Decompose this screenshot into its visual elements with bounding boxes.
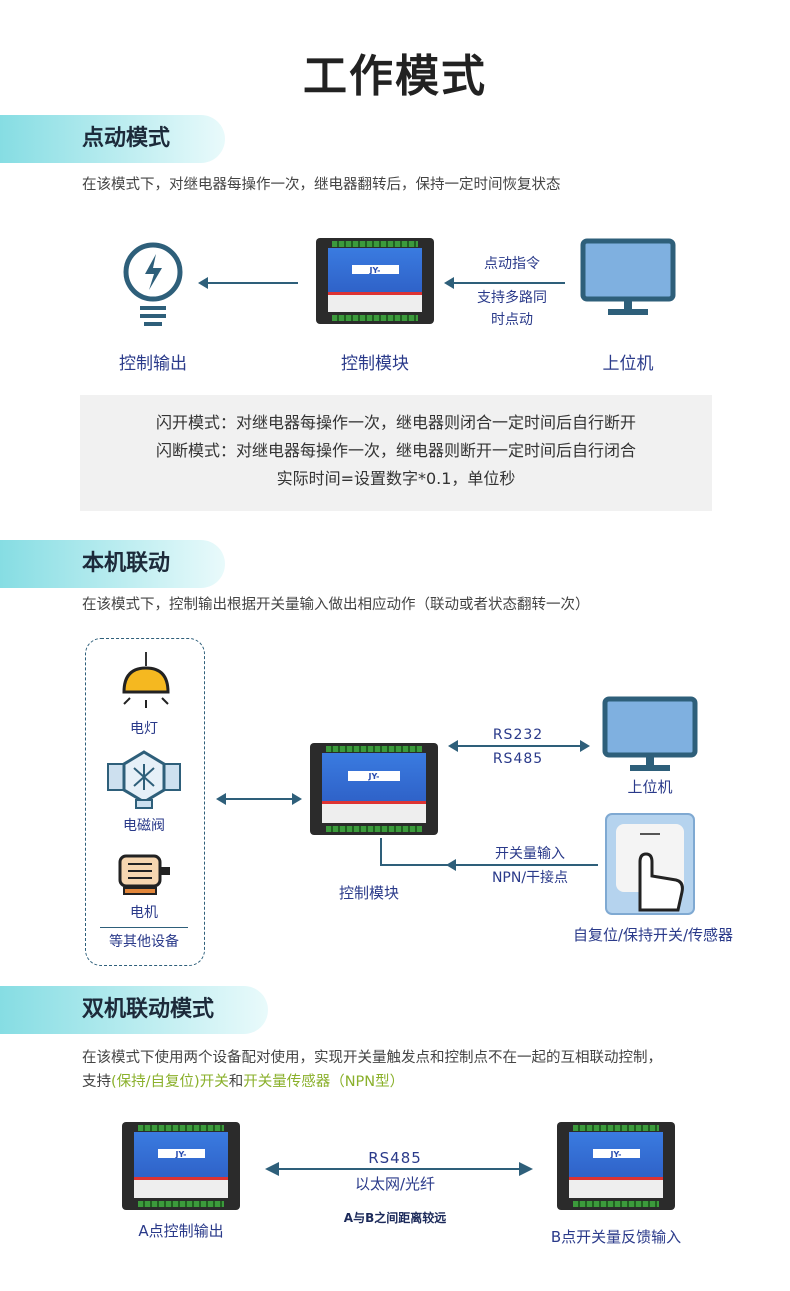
input-arrow	[380, 864, 598, 866]
arrowhead	[198, 277, 208, 289]
section-heading-local: 本机联动	[0, 540, 225, 588]
device-others: 等其他设备	[109, 934, 179, 950]
comm-rs485: RS485	[492, 751, 544, 767]
text: 和	[228, 1074, 244, 1090]
bidirectional-arrow	[222, 798, 294, 800]
input-type: NPN/干接点	[491, 870, 569, 886]
notes-box: 闪开模式：对继电器每操作一次，继电器则闭合一定时间后自行断开 闪断模式：对继电器…	[80, 395, 712, 511]
label-b: B点开关量反馈输入	[550, 1228, 682, 1246]
note-time: 实际时间=设置数字*0.1，单位秒	[276, 469, 516, 488]
label-a: A点控制输出	[138, 1222, 224, 1240]
arrow-left	[452, 282, 565, 284]
device-valve: 电磁阀	[123, 818, 165, 834]
arrowhead	[446, 859, 456, 871]
control-module: JY-DAM0808D	[316, 238, 434, 324]
arrow-left	[205, 282, 298, 284]
arrowhead	[580, 740, 590, 752]
connector	[380, 838, 382, 865]
section-desc: 在该模式下使用两个设备配对使用，实现开关量触发点和控制点不在一起的互相联动控制，…	[82, 1046, 662, 1094]
arrowhead	[519, 1162, 533, 1176]
section-heading-jog: 点动模式	[0, 115, 225, 163]
push-button-icon	[605, 813, 695, 915]
comm-rs485: RS485	[368, 1149, 422, 1167]
device-lamp: 电灯	[130, 721, 158, 737]
device-a: JY-DAM0808D	[122, 1122, 240, 1210]
distance-note: A与B之间距离较远	[343, 1211, 447, 1225]
multi-jog-label-2: 时点动	[491, 312, 533, 328]
bulb-icon	[123, 242, 183, 326]
device-b: JY-DAM0808D	[557, 1122, 675, 1210]
label-pc: 上位机	[602, 354, 654, 374]
devices-group	[85, 638, 205, 966]
device-motor: 电机	[130, 905, 158, 921]
bidirectional-arrow	[455, 745, 583, 747]
divider	[100, 927, 188, 928]
arrowhead	[265, 1162, 279, 1176]
note-flash-open: 闪开模式：对继电器每操作一次，继电器则闭合一定时间后自行断开	[155, 413, 636, 432]
comm-ethernet: 以太网/光纤	[354, 1175, 436, 1193]
highlight-sensor: 开关量传感器（NPN型）	[243, 1074, 405, 1090]
arrowhead	[216, 793, 226, 805]
input-label: 开关量输入	[495, 846, 565, 862]
monitor-icon	[602, 696, 698, 771]
highlight-switch: (保持/自复位)开关	[111, 1074, 229, 1090]
arrowhead	[444, 277, 454, 289]
desc-line-2: 支持(保持/自复位)开关和开关量传感器（NPN型）	[82, 1070, 662, 1094]
label-output: 控制输出	[119, 354, 187, 374]
comm-rs232: RS232	[492, 727, 544, 743]
lamp-icon	[122, 652, 170, 708]
section-heading-dual: 双机联动模式	[0, 986, 268, 1034]
desc-line-1: 在该模式下使用两个设备配对使用，实现开关量触发点和控制点不在一起的互相联动控制，	[82, 1050, 662, 1066]
control-module: JY-DAM0808D	[310, 743, 438, 835]
label-module: 控制模块	[338, 884, 399, 902]
bidirectional-arrow	[275, 1168, 523, 1170]
jog-command-label: 点动指令	[484, 256, 540, 272]
monitor-icon	[580, 238, 676, 315]
multi-jog-label: 支持多路同	[477, 290, 547, 306]
switch-label: 自复位/保持开关/传感器	[572, 926, 734, 944]
motor-icon	[118, 854, 170, 895]
solenoid-valve-icon	[107, 750, 181, 809]
section-desc: 在该模式下，对继电器每操作一次，继电器翻转后，保持一定时间恢复状态	[82, 177, 561, 193]
label-pc: 上位机	[627, 778, 673, 796]
section-desc: 在该模式下，控制输出根据开关量输入做出相应动作（联动或者状态翻转一次）	[82, 597, 590, 613]
page-title: 工作模式	[303, 51, 487, 102]
note-flash-close: 闪断模式：对继电器每操作一次，继电器则断开一定时间后自行闭合	[155, 441, 636, 460]
arrowhead	[292, 793, 302, 805]
label-module: 控制模块	[341, 354, 409, 374]
arrowhead	[448, 740, 458, 752]
text: 支持	[82, 1074, 111, 1090]
